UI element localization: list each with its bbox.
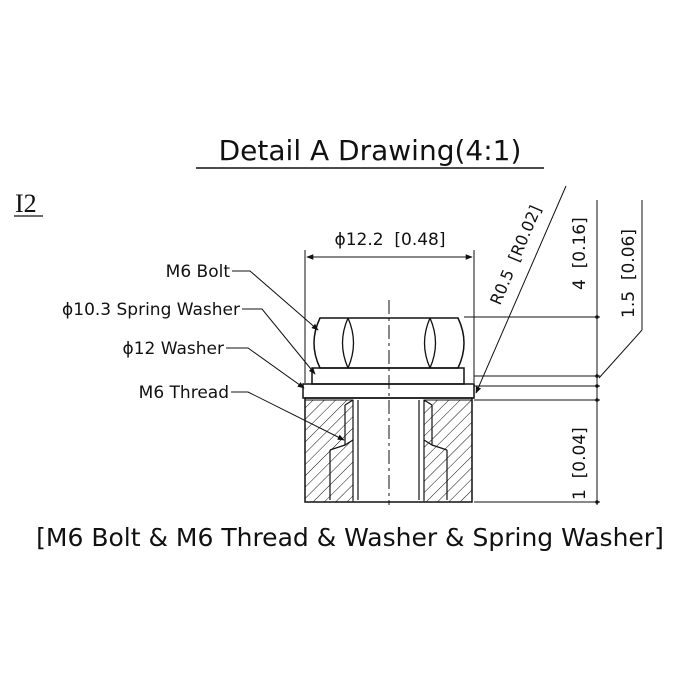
callout-spring-washer: ϕ10.3 Spring Washer bbox=[62, 300, 240, 320]
leader-bolt bbox=[232, 270, 319, 331]
callout-washer: ϕ12 Washer bbox=[123, 339, 224, 359]
view-id-label: I2 bbox=[15, 189, 37, 218]
thread-left-wall bbox=[329, 399, 354, 500]
drawing-title: Detail A Drawing(4:1) bbox=[219, 134, 522, 167]
drawing-caption: [M6 Bolt & M6 Thread & Washer & Spring W… bbox=[36, 523, 664, 552]
washer-height-label: 1.5 [0.06] bbox=[619, 229, 639, 318]
thread-right-wall bbox=[423, 399, 448, 500]
bottom-height-label: 1 [0.04] bbox=[570, 427, 590, 500]
bolt-head bbox=[313, 317, 465, 369]
spring-washer-shape bbox=[311, 367, 465, 385]
leader-spring-washer bbox=[242, 308, 316, 375]
bolt-height-label: 4 [0.16] bbox=[570, 217, 590, 290]
leader-thread bbox=[231, 391, 345, 441]
width-dimension-label: ϕ12.2 [0.48] bbox=[335, 230, 446, 250]
right-hatch bbox=[423, 399, 473, 503]
radius-leader bbox=[475, 185, 567, 394]
hex-facet-right bbox=[429, 317, 437, 369]
hex-outline bbox=[313, 317, 465, 369]
washer-dim-leader bbox=[598, 329, 643, 379]
callout-thread: M6 Thread bbox=[139, 383, 229, 403]
hex-facet-left bbox=[341, 317, 349, 369]
dim-ticks bbox=[595, 315, 599, 504]
hex-facet-mid-right bbox=[423, 317, 431, 369]
thread-block bbox=[304, 397, 473, 503]
left-hatch bbox=[304, 399, 354, 503]
callout-bolt: M6 Bolt bbox=[166, 262, 231, 282]
hex-facet-mid-left bbox=[347, 317, 355, 369]
leader-washer bbox=[226, 347, 305, 389]
